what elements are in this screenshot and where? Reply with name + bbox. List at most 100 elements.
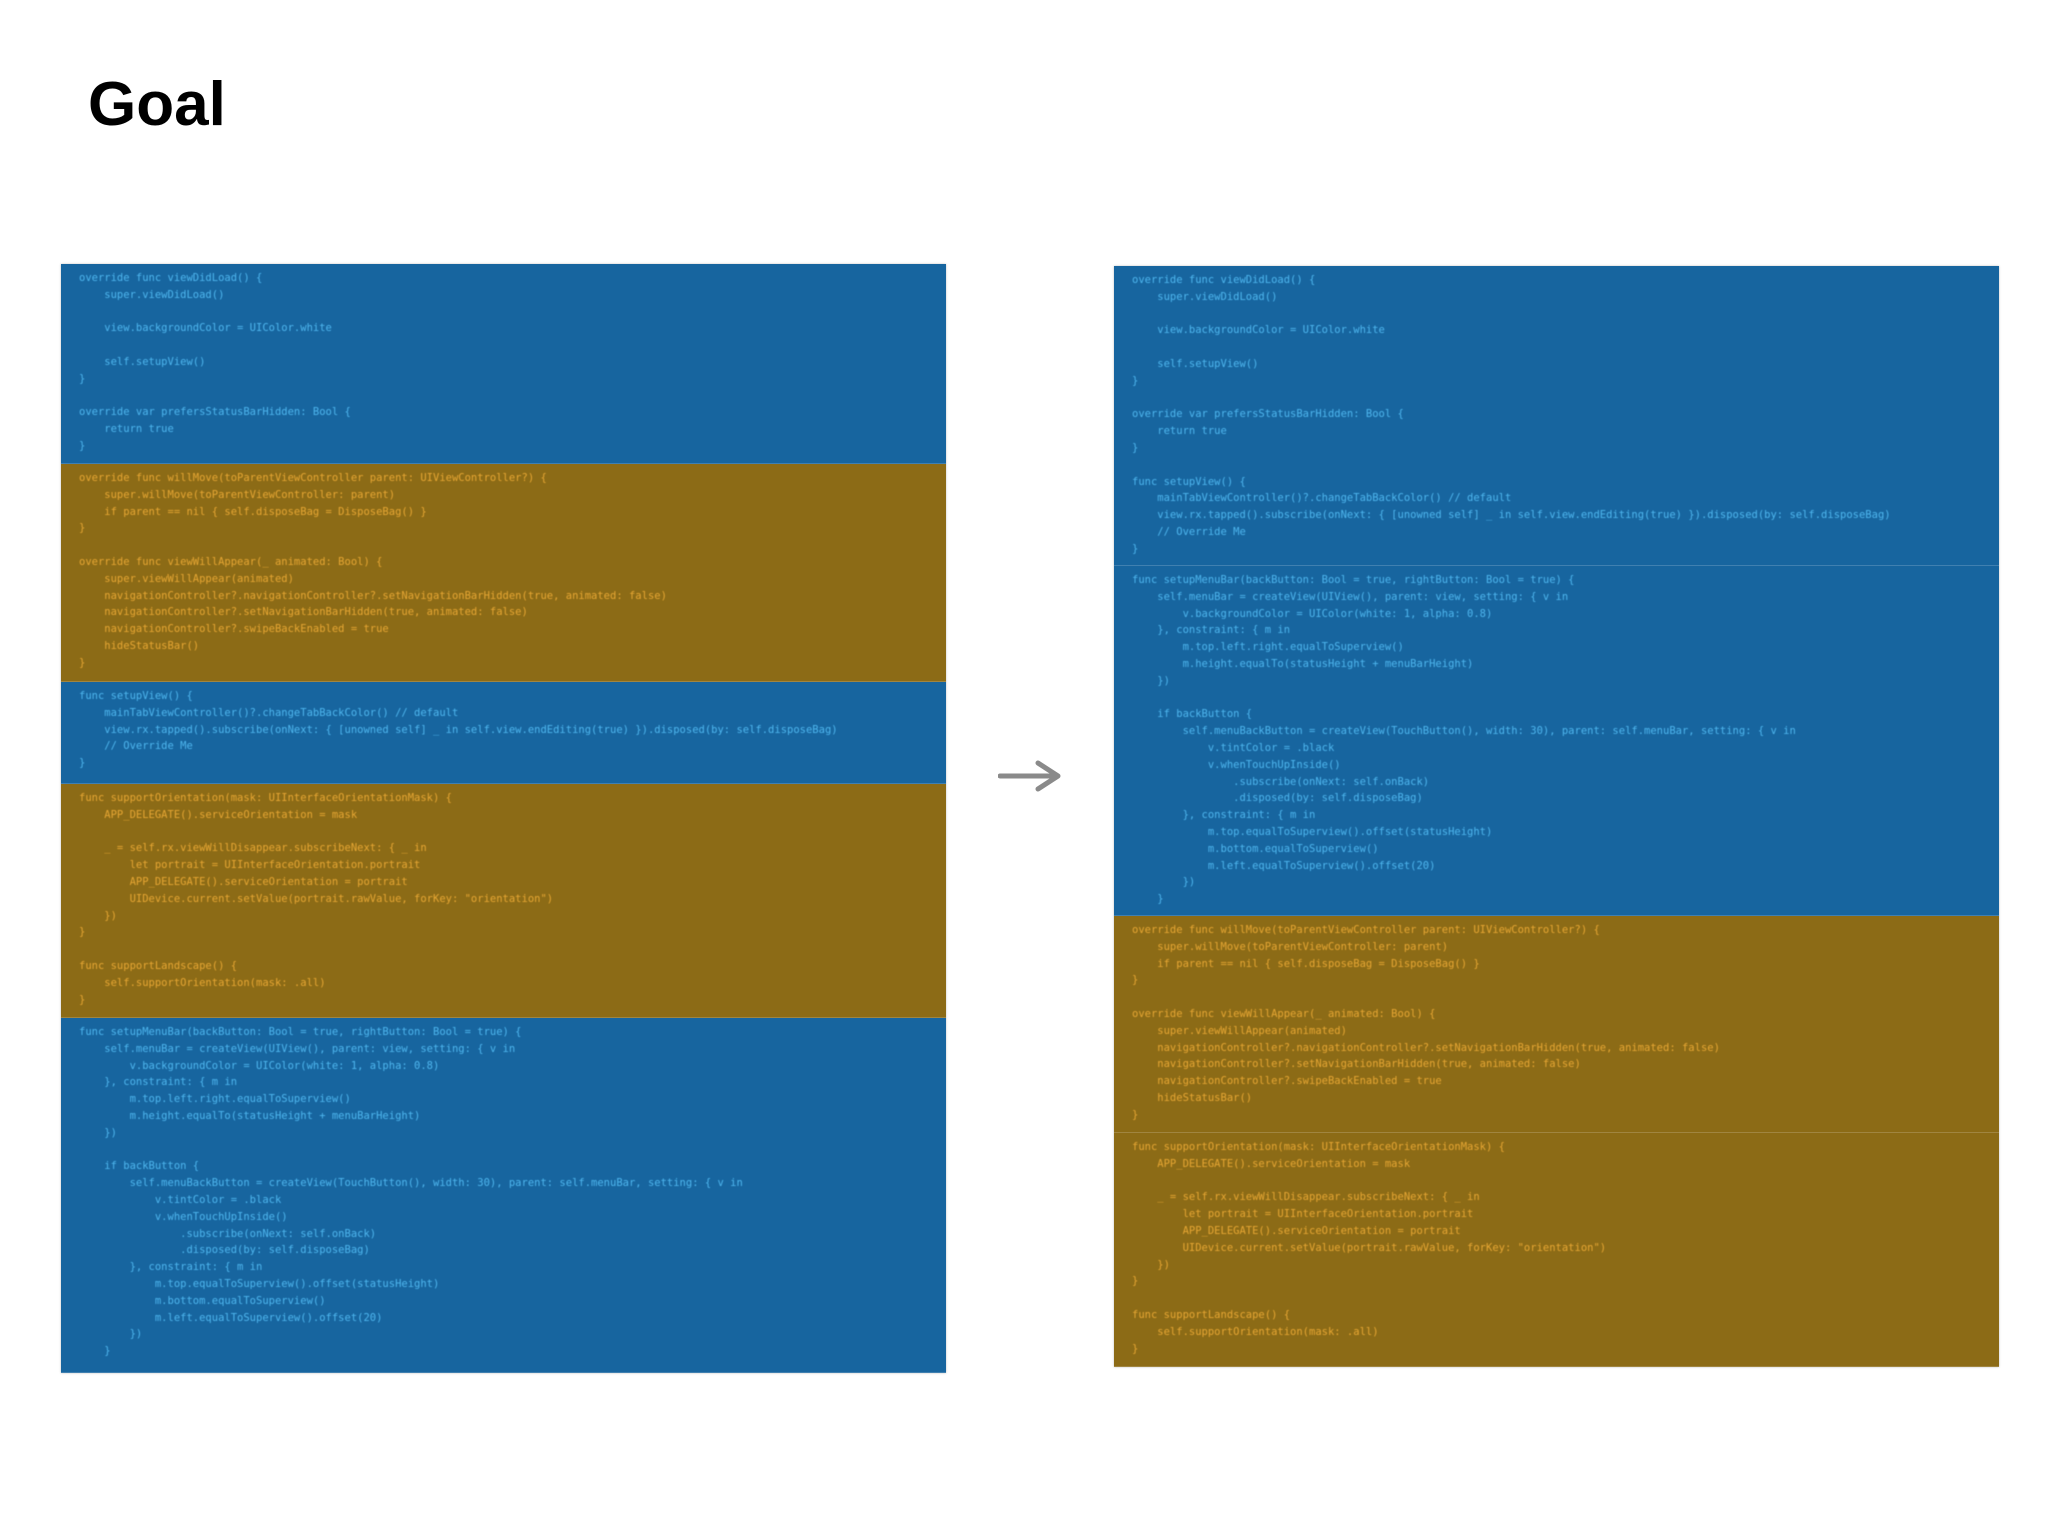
code-block-blue: func setupView() { mainTabViewController… (61, 682, 946, 784)
code-line: v.backgroundColor = UIColor(white: 1, al… (79, 1059, 440, 1072)
code-line: APP_DELEGATE().serviceOrientation = mask (79, 808, 358, 821)
code-line: }, constraint: { m in (79, 1261, 263, 1274)
code-line: }) (1132, 876, 1196, 889)
slide-title: Goal (88, 70, 226, 139)
code-line: if backButton { (1132, 708, 1253, 721)
code-line: // Override Me (79, 740, 193, 753)
code-line: super.willMove(toParentViewController: p… (1132, 940, 1449, 953)
code-line: } (79, 439, 86, 452)
code-line: } (79, 993, 86, 1006)
code-line: navigationController?.navigationControll… (79, 589, 667, 602)
code-line: m.left.equalToSuperview().offset(20) (1132, 859, 1436, 872)
code-line: }) (79, 909, 117, 922)
code-line: super.viewWillAppear(animated) (79, 572, 294, 585)
code-line: } (1132, 441, 1139, 454)
code-line: func setupView() { (1132, 475, 1246, 488)
code-line (79, 537, 936, 554)
code-line: }, constraint: { m in (1132, 809, 1316, 822)
code-line: m.top.equalToSuperview().offset(statusHe… (79, 1277, 440, 1290)
code-line: v.tintColor = .black (1132, 741, 1335, 754)
code-line: .subscribe(onNext: self.onBack) (79, 1227, 377, 1240)
code-line: hideStatusBar() (79, 639, 200, 652)
code-block-gold: func supportOrientation(mask: UIInterfac… (61, 784, 946, 1018)
code-line (1132, 1290, 1989, 1307)
code-line: func setupMenuBar(backButton: Bool = tru… (79, 1026, 522, 1038)
code-line: super.viewWillAppear(animated) (1132, 1024, 1347, 1037)
code-line: } (1132, 542, 1139, 555)
code-line: super.viewDidLoad() (79, 288, 225, 301)
code-line: self.supportOrientation(mask: .all) (1132, 1325, 1379, 1338)
code-line: if parent == nil { self.disposeBag = Dis… (1132, 957, 1480, 970)
code-line: m.height.equalTo(statusHeight + menuBarH… (1132, 657, 1474, 670)
code-line: m.left.equalToSuperview().offset(20) (79, 1311, 383, 1324)
code-line: } (1132, 374, 1139, 387)
code-line: v.backgroundColor = UIColor(white: 1, al… (1132, 607, 1493, 620)
code-line: navigationController?.setNavigationBarHi… (1132, 1058, 1581, 1071)
code-line: if backButton { (79, 1160, 200, 1173)
code-line: override func viewDidLoad() { (79, 272, 263, 284)
code-line: override var prefersStatusBarHidden: Boo… (79, 406, 351, 419)
code-line: navigationController?.swipeBackEnabled =… (79, 623, 389, 636)
code-line: self.supportOrientation(mask: .all) (79, 976, 326, 989)
code-line: APP_DELEGATE().serviceOrientation = port… (1132, 1224, 1461, 1237)
code-line: super.willMove(toParentViewController: p… (79, 488, 396, 501)
code-line: view.backgroundColor = UIColor.white (79, 322, 332, 335)
code-line (1132, 989, 1989, 1006)
code-line (1132, 390, 1989, 407)
code-block-blue: override func viewDidLoad() { super.view… (61, 264, 946, 464)
code-line: func setupView() { (79, 690, 193, 702)
code-line: // Override Me (1132, 525, 1246, 538)
code-line: UIDevice.current.setValue(portrait.rawVa… (79, 892, 554, 905)
code-line: m.top.equalToSuperview().offset(statusHe… (1132, 825, 1493, 838)
code-line: }) (79, 1126, 117, 1139)
code-line: APP_DELEGATE().serviceOrientation = port… (79, 875, 408, 888)
code-line: return true (1132, 425, 1227, 438)
code-line: APP_DELEGATE().serviceOrientation = mask (1132, 1157, 1411, 1170)
code-line: m.bottom.equalToSuperview() (79, 1294, 326, 1307)
code-line (79, 388, 936, 405)
code-line: self.menuBackButton = createView(TouchBu… (79, 1177, 743, 1190)
code-line: _ = self.rx.viewWillDisappear.subscribeN… (79, 842, 427, 855)
code-line: override func willMove(toParentViewContr… (79, 472, 547, 484)
code-line (79, 941, 936, 958)
code-line: func supportOrientation(mask: UIInterfac… (1132, 1141, 1505, 1153)
code-line: }, constraint: { m in (79, 1076, 238, 1089)
code-line (1132, 457, 1989, 474)
code-line (79, 824, 936, 841)
code-line: .subscribe(onNext: self.onBack) (1132, 775, 1430, 788)
code-line (1132, 1173, 1989, 1190)
code-line: mainTabViewController()?.changeTabBackCo… (1132, 492, 1512, 505)
code-line: self.setupView() (1132, 357, 1259, 370)
code-line: v.whenTouchUpInside() (1132, 758, 1341, 771)
code-block-blue: func setupMenuBar(backButton: Bool = tru… (1114, 566, 1999, 916)
code-line: } (79, 656, 86, 669)
code-line (1132, 306, 1989, 323)
code-line: let portrait = UIInterfaceOrientation.po… (1132, 1208, 1474, 1221)
code-line: } (1132, 974, 1139, 987)
code-line: .disposed(by: self.disposeBag) (79, 1244, 370, 1257)
code-line: mainTabViewController()?.changeTabBackCo… (79, 706, 459, 719)
code-line: v.whenTouchUpInside() (79, 1210, 288, 1223)
code-line: UIDevice.current.setValue(portrait.rawVa… (1132, 1241, 1607, 1254)
code-block-gold: override func willMove(toParentViewContr… (61, 464, 946, 682)
code-line: }) (79, 1328, 143, 1341)
code-line: view.rx.tapped().subscribe(onNext: { [un… (79, 723, 838, 736)
code-line: func setupMenuBar(backButton: Bool = tru… (1132, 574, 1575, 586)
code-line: .disposed(by: self.disposeBag) (1132, 792, 1423, 805)
code-line: m.top.left.right.equalToSuperview() (79, 1093, 351, 1106)
code-block-gold: override func willMove(toParentViewContr… (1114, 916, 1999, 1133)
code-line: } (1132, 1108, 1139, 1121)
code-line: m.height.equalTo(statusHeight + menuBarH… (79, 1109, 421, 1122)
code-line: super.viewDidLoad() (1132, 290, 1278, 303)
code-line: } (79, 372, 86, 385)
code-line: view.rx.tapped().subscribe(onNext: { [un… (1132, 509, 1891, 522)
code-line: } (79, 757, 86, 770)
code-line: } (79, 926, 86, 939)
code-line (1132, 339, 1989, 356)
code-line (79, 1142, 936, 1159)
code-panel-after: override func viewDidLoad() { super.view… (1114, 266, 1999, 1367)
code-line: }) (1132, 674, 1170, 687)
code-line (79, 337, 936, 354)
code-line: func supportLandscape() { (1132, 1308, 1291, 1321)
code-line: func supportOrientation(mask: UIInterfac… (79, 792, 452, 804)
